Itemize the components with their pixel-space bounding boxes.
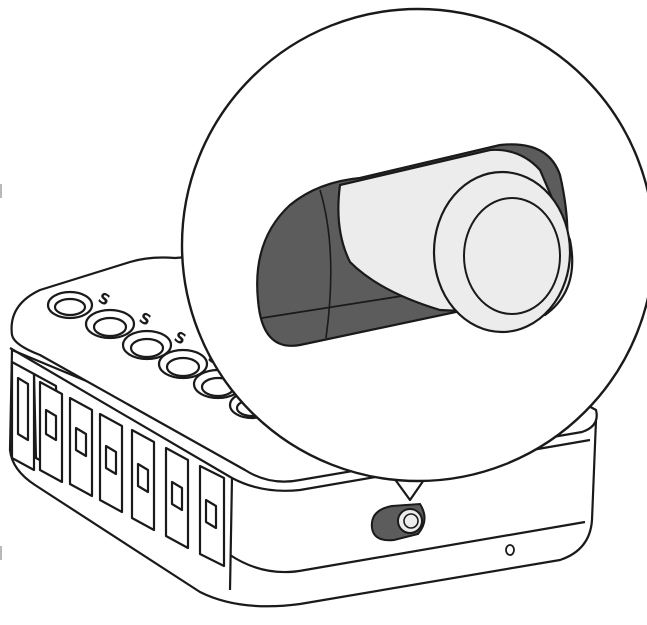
wire-clamp-slot xyxy=(38,380,64,484)
wire-clamp-slot xyxy=(98,412,124,514)
indicator-hole xyxy=(505,544,515,556)
terminal-hole xyxy=(121,329,173,361)
terminal-hole xyxy=(157,348,209,380)
device-reset-button[interactable] xyxy=(370,502,426,542)
wire-clamp-slot xyxy=(164,446,190,550)
wire-clamp-slot xyxy=(198,464,226,568)
reset-button-cap xyxy=(397,508,423,534)
device-top-rim xyxy=(9,347,591,492)
magnified-button-view xyxy=(256,143,574,347)
device-corner-edge xyxy=(228,477,234,591)
wire-clamp-slot xyxy=(68,396,94,498)
device-lower-rim xyxy=(229,520,586,574)
terminal-hole xyxy=(46,290,94,320)
wire-clamp-slot xyxy=(130,428,156,532)
magnifier-callout xyxy=(180,7,647,502)
wire-clamps xyxy=(10,360,226,568)
terminal-hole xyxy=(84,308,136,340)
magnified-button-face-inner xyxy=(463,197,561,315)
wire-clamp-slot xyxy=(10,360,36,472)
